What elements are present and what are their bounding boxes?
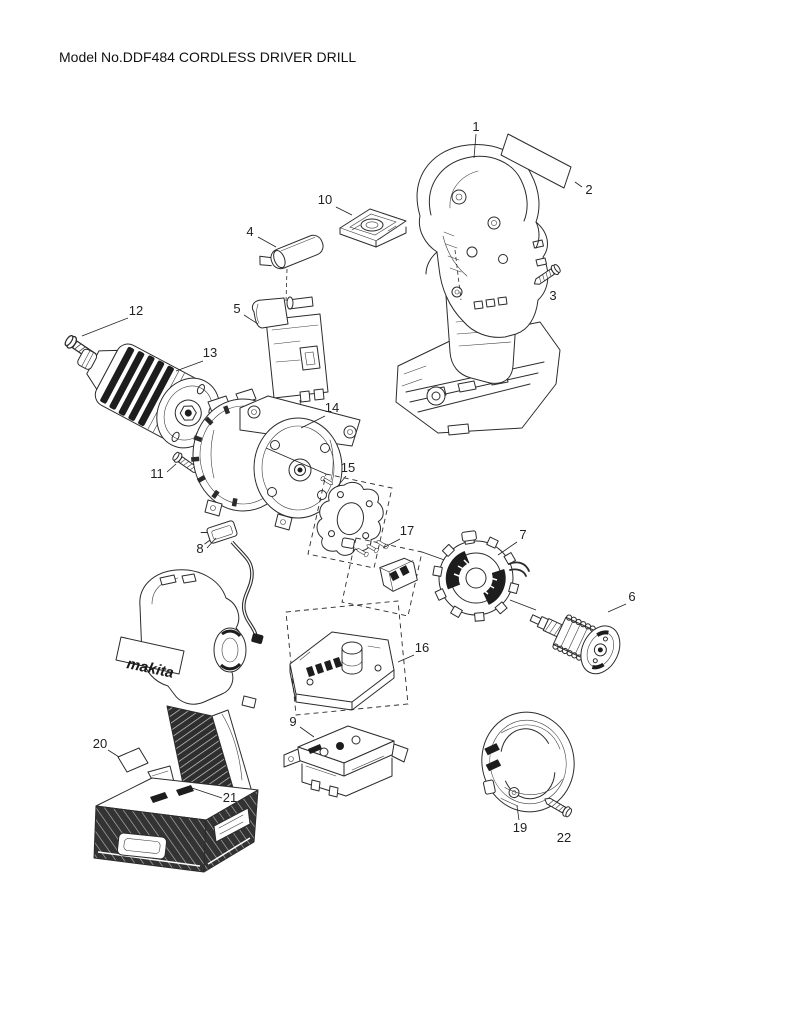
callout-17: 17 bbox=[382, 523, 414, 549]
callout-number: 12 bbox=[129, 303, 143, 318]
leader-line bbox=[175, 360, 204, 372]
callout-7: 7 bbox=[497, 527, 527, 556]
callout-5: 5 bbox=[233, 301, 259, 325]
callout-number: 11 bbox=[150, 466, 164, 481]
page-title: Model No.DDF484 CORDLESS DRIVER DRILL bbox=[59, 49, 356, 65]
callout-number: 1 bbox=[472, 119, 479, 134]
leader-line bbox=[107, 749, 120, 758]
leader-line bbox=[473, 133, 477, 159]
part-16-controller-group bbox=[285, 600, 409, 716]
leader-line bbox=[574, 181, 583, 188]
part-1-housing-right-half bbox=[395, 144, 561, 436]
callout-14: 14 bbox=[300, 400, 339, 429]
part-21-housing-left-assembly: makita bbox=[93, 569, 259, 873]
part-14-gear-assembly bbox=[191, 388, 361, 531]
leader-line bbox=[336, 475, 347, 488]
leader-line bbox=[191, 787, 223, 799]
callout-3: 3 bbox=[549, 288, 556, 303]
leader-line bbox=[300, 415, 326, 429]
callout-4: 4 bbox=[246, 224, 277, 248]
callout-number: 8 bbox=[196, 541, 203, 556]
callout-16: 16 bbox=[397, 640, 429, 663]
leader-line bbox=[397, 654, 415, 663]
callout-number: 13 bbox=[203, 345, 217, 360]
callout-21: 21 bbox=[191, 787, 237, 805]
callout-19: 19 bbox=[513, 805, 527, 835]
leader-line bbox=[206, 537, 217, 549]
callout-number: 9 bbox=[289, 714, 296, 729]
part-15-gasket-group bbox=[265, 447, 393, 569]
callout-number: 20 bbox=[93, 736, 107, 751]
part-10-slide-switch bbox=[339, 208, 407, 248]
callout-12: 12 bbox=[81, 303, 143, 337]
part-2-label-sticker bbox=[500, 133, 572, 189]
part-9-terminal-block bbox=[283, 725, 409, 798]
callout-15: 15 bbox=[336, 460, 355, 488]
callout-8: 8 bbox=[196, 537, 217, 556]
callout-number: 3 bbox=[549, 288, 556, 303]
callout-11: 11 bbox=[150, 463, 177, 481]
part-4-button bbox=[259, 234, 324, 270]
part-3-screw bbox=[533, 263, 561, 285]
leader-line bbox=[166, 463, 177, 473]
part-8-led-wire bbox=[200, 520, 264, 644]
leader-line bbox=[382, 538, 401, 549]
callout-number: 19 bbox=[513, 820, 527, 835]
part-22-screw bbox=[544, 797, 573, 818]
callout-number: 6 bbox=[628, 589, 635, 604]
leader-line bbox=[497, 541, 518, 556]
callout-number: 2 bbox=[585, 182, 592, 197]
callout-2: 2 bbox=[574, 181, 593, 197]
callout-number: 10 bbox=[318, 192, 332, 207]
part-small-screw bbox=[320, 476, 334, 485]
part-19-rear-cover bbox=[481, 711, 575, 813]
part-7-stator bbox=[432, 530, 530, 622]
part-6-rotor-armature bbox=[529, 614, 621, 675]
callout-number: 17 bbox=[400, 523, 414, 538]
callout-number: 16 bbox=[415, 640, 429, 655]
leader-line bbox=[299, 726, 315, 738]
callout-20: 20 bbox=[93, 736, 120, 758]
part-20-label-sticker bbox=[117, 747, 149, 773]
callout-number: 22 bbox=[557, 830, 571, 845]
leader-line bbox=[81, 317, 129, 337]
callout-13: 13 bbox=[175, 345, 217, 372]
callout-9: 9 bbox=[289, 714, 315, 738]
callout-number: 4 bbox=[246, 224, 253, 239]
leader-line bbox=[257, 236, 277, 248]
callout-number: 5 bbox=[233, 301, 240, 316]
callout-22: 22 bbox=[557, 830, 571, 845]
callout-number: 15 bbox=[341, 460, 355, 475]
callout-1: 1 bbox=[472, 119, 480, 159]
callout-number: 14 bbox=[325, 400, 339, 415]
part-5-trigger-switch bbox=[251, 268, 329, 425]
callout-number: 7 bbox=[519, 527, 526, 542]
callout-10: 10 bbox=[318, 192, 353, 216]
leader-line bbox=[516, 805, 520, 821]
leader-line bbox=[607, 603, 627, 613]
part-17-screw-set-group bbox=[341, 537, 451, 617]
callouts: 1 2 3 4 5 6 7 8 9 10 11 12 13 14 15 16 1… bbox=[81, 119, 636, 845]
callout-6: 6 bbox=[607, 589, 636, 613]
callout-number: 21 bbox=[223, 790, 237, 805]
leader-line bbox=[243, 314, 259, 325]
leader-line bbox=[335, 206, 353, 216]
